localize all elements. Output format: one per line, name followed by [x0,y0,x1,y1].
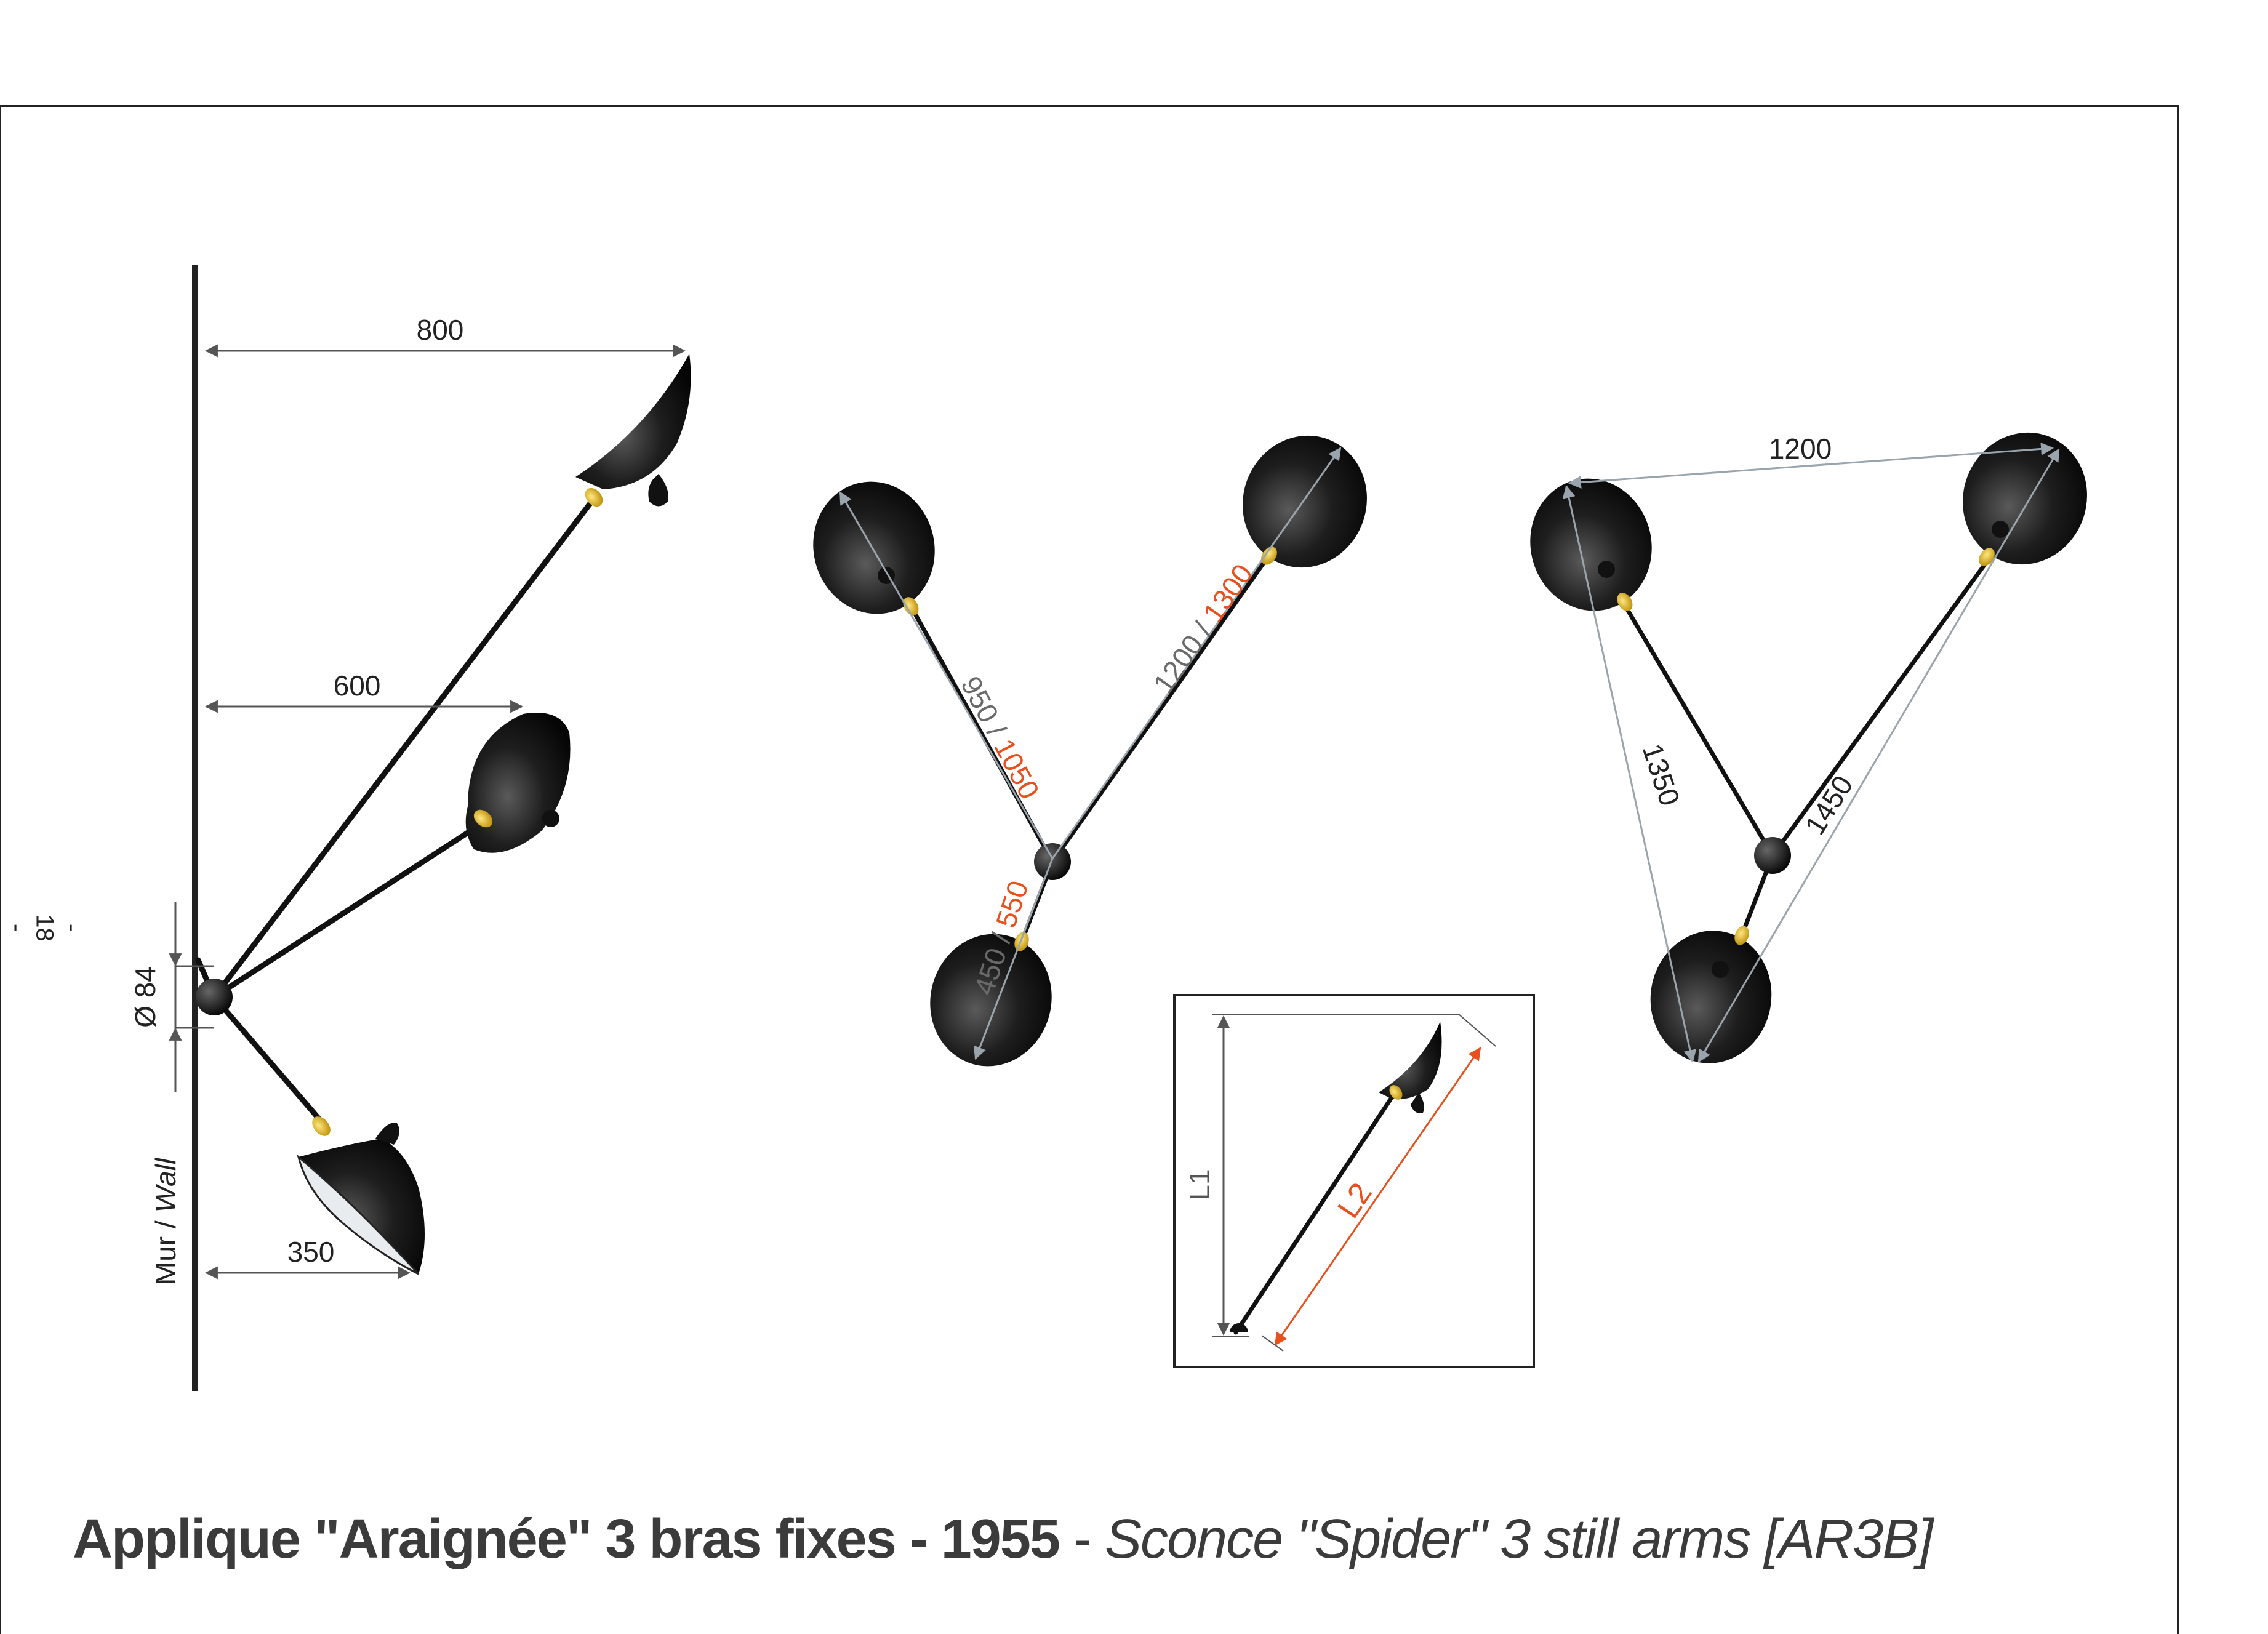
front-view-b: 1200 1350 1450 [1530,432,2087,1063]
shade-a-upper-right [1243,435,1367,568]
drawing-frame [0,105,2179,1634]
inset-diagram: L1 L2 [1173,994,1535,1368]
caption-english: Sconce "Spider" 3 still arms [AR3B] [1104,1508,1933,1570]
dim-a-left-label: 950 / 1050 [955,671,1046,804]
brass-socket-bottom [312,1116,331,1136]
brass-socket-top [585,487,603,507]
shade-b-upper-right [1963,432,2087,566]
dim-side-bottom: 350 [287,1236,335,1268]
hub-ball-a [1034,843,1071,880]
wall-line [192,265,198,1391]
dim-side-top: 800 [417,314,464,346]
side-arms [195,495,597,1123]
dim-diameter: Ø 84 [129,966,161,1028]
side-shade-bottom [297,1116,425,1275]
shade-b-lower [1650,926,1772,1063]
shade-a-upper-left [813,481,935,615]
dim-b-left: 1350 [1636,740,1686,809]
side-dimension-lines [169,344,686,1280]
hub-ball-b [1754,837,1791,874]
caption-french: Applique "Araignée" 3 bras fixes - 1955 [73,1508,1060,1570]
side-shade-top [575,354,691,507]
caption: Applique "Araignée" 3 bras fixes - 1955 … [73,1508,1933,1571]
front-view-a: 950 / 1050 1200 / 1300 450 / 550 [813,435,1367,1067]
wall-mount-ball [196,979,233,1015]
dim-b-top: 1200 [1769,433,1832,465]
dim-side-middle: 600 [334,670,381,702]
inset-l1: L1 [1184,1169,1216,1200]
side-shade-middle [465,713,571,853]
wall-label: Mur / Wall [150,1157,182,1285]
dim-a-right-label: 1200 / 1300 [1147,558,1259,699]
caption-separator: - [1059,1508,1105,1570]
brass-socket-middle [473,809,493,828]
side-view: 800 600 350 Ø 84 Mur / Wall [129,265,691,1391]
